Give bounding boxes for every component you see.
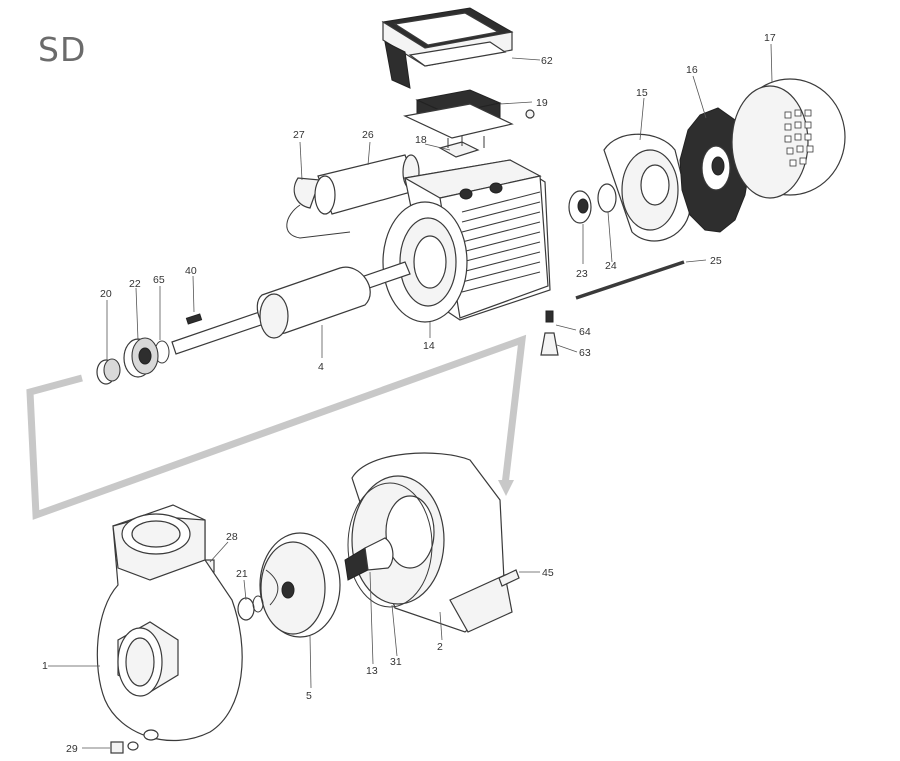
part-24-spring-washer bbox=[597, 183, 617, 213]
callout-29: 29 bbox=[66, 743, 78, 755]
callout-4: 4 bbox=[318, 361, 324, 373]
part-15-end-shield bbox=[603, 133, 691, 242]
part-29-plug bbox=[110, 741, 139, 754]
callout-62: 62 bbox=[541, 55, 553, 67]
part-5-impeller bbox=[259, 532, 341, 638]
part-25-tie-rod bbox=[575, 260, 685, 300]
callout-13: 13 bbox=[366, 665, 378, 677]
part-26-capacitor bbox=[314, 154, 420, 215]
diagram-title: SD bbox=[38, 30, 87, 69]
callout-28: 28 bbox=[226, 531, 238, 543]
part-64-plug bbox=[545, 310, 554, 323]
callout-14: 14 bbox=[423, 340, 435, 352]
callout-16: 16 bbox=[686, 64, 698, 76]
part-63-cable-gland bbox=[540, 332, 559, 356]
callout-1: 1 bbox=[42, 660, 48, 672]
callout-2: 2 bbox=[437, 641, 443, 653]
part-23-bearing bbox=[568, 190, 592, 224]
part-4-rotor-shaft bbox=[171, 261, 411, 355]
callout-64: 64 bbox=[579, 326, 591, 338]
part-13-mechanical-seal bbox=[344, 537, 394, 581]
part-62-terminal-box-cover bbox=[381, 7, 514, 89]
callout-5: 5 bbox=[306, 690, 312, 702]
connector-arrowhead bbox=[498, 480, 514, 496]
callout-17: 17 bbox=[764, 32, 776, 44]
callout-45: 45 bbox=[542, 567, 554, 579]
callout-24: 24 bbox=[605, 260, 617, 272]
callout-63: 63 bbox=[579, 347, 591, 359]
part-27-capacitor-bracket bbox=[286, 177, 351, 239]
part-2-pump-bracket bbox=[347, 452, 513, 633]
callout-20: 20 bbox=[100, 288, 112, 300]
part-45-screw bbox=[498, 569, 520, 587]
callout-27: 27 bbox=[293, 129, 305, 141]
part-20-seal-ring bbox=[96, 358, 121, 385]
callout-23: 23 bbox=[576, 268, 588, 280]
callout-25: 25 bbox=[710, 255, 722, 267]
callout-26: 26 bbox=[362, 129, 374, 141]
callout-31: 31 bbox=[390, 656, 402, 668]
part-19-gasket bbox=[403, 89, 514, 139]
callout-18: 18 bbox=[415, 134, 427, 146]
part-1-pump-body bbox=[96, 504, 243, 741]
callout-15: 15 bbox=[636, 87, 648, 99]
part-18-terminal-block bbox=[438, 136, 485, 158]
assembly-connector-arrow bbox=[26, 334, 527, 520]
callout-65: 65 bbox=[153, 274, 165, 286]
part-19-screw bbox=[525, 109, 535, 119]
callout-40: 40 bbox=[185, 265, 197, 277]
part-14-motor-housing bbox=[382, 159, 551, 323]
part-22-bearing bbox=[123, 337, 159, 378]
callout-21: 21 bbox=[236, 568, 248, 580]
part-17-fan-cover bbox=[731, 78, 846, 199]
callout-19: 19 bbox=[536, 97, 548, 109]
callout-22: 22 bbox=[129, 278, 141, 290]
part-21-impeller-nut bbox=[237, 595, 264, 621]
part-40-key bbox=[185, 313, 203, 325]
